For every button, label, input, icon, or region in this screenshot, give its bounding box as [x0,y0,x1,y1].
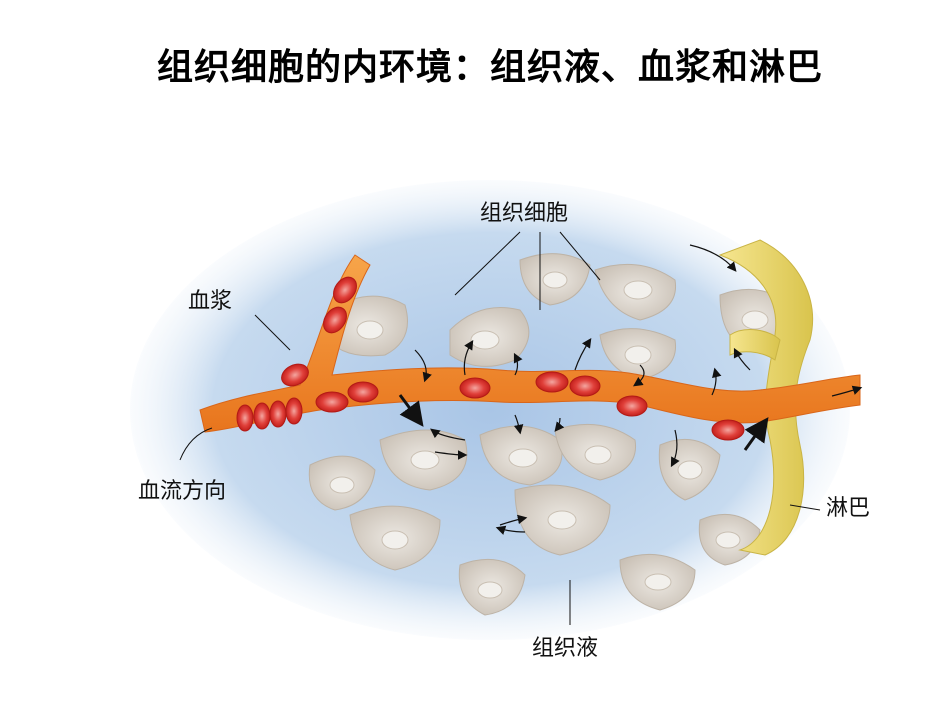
nucleus [470,330,500,350]
red-blood-cell [315,391,349,413]
leader-lines [179,231,821,625]
nucleus [623,280,653,300]
flow-arrow [574,338,592,371]
red-blood-cell [569,375,601,397]
red-blood-cell [711,419,745,441]
flow-arrow [434,450,468,460]
flow-arrow [670,429,680,468]
flow-arrow [513,352,523,376]
nucleus [508,448,538,468]
nucleus [644,573,672,591]
cell-nuclei [329,271,769,599]
large-flow-arrows [398,394,769,451]
nucleus [547,510,577,530]
nucleus [584,445,612,465]
slide-title: 组织细胞的内环境：组织液、血浆和淋巴 [156,47,823,88]
label-blood-flow-direction: 血流方向 [138,479,226,504]
nucleus [381,530,409,550]
flow-arrow [831,385,863,397]
flow-arrow [495,525,526,535]
nucleus [624,345,652,365]
red-blood-cell [347,381,379,403]
flow-arrow [633,364,645,387]
flow-arrow [743,417,769,451]
flow-arrow [398,394,424,427]
red-blood-cell [281,363,309,387]
red-blood-cell [269,400,287,428]
red-blood-cell [616,395,648,417]
nucleus [542,271,568,289]
nucleus [356,320,384,340]
red-blood-cell [333,276,357,304]
nucleus [677,460,703,480]
flow-arrow [414,349,432,383]
flow-arrow [711,367,722,396]
red-blood-cells [236,276,745,441]
red-blood-cell [253,402,271,430]
tissue-diagram: 组织细胞 血浆 血流方向 淋巴 组织液 [130,180,870,661]
label-plasma: 血浆 [188,289,232,314]
nucleus [477,581,503,599]
flow-arrow [499,514,528,526]
flow-arrow [463,339,474,376]
nucleus [741,310,769,330]
nucleus [329,476,355,494]
red-blood-cell [236,404,254,432]
exchange-arrows [414,244,863,535]
label-lymph: 淋巴 [826,496,870,521]
red-blood-cell [535,371,569,393]
red-blood-cell [459,377,491,399]
flow-arrow [430,428,466,441]
flow-arrow [554,417,565,432]
flow-arrow [513,414,524,435]
label-tissue-fluid: 组织液 [532,636,598,661]
flow-arrow [733,347,751,371]
red-blood-cell [285,397,303,425]
label-tissue-cell: 组织细胞 [480,201,568,226]
nucleus [715,531,741,549]
red-blood-cell [323,306,347,334]
flow-arrow [689,244,737,272]
nucleus [410,450,440,470]
